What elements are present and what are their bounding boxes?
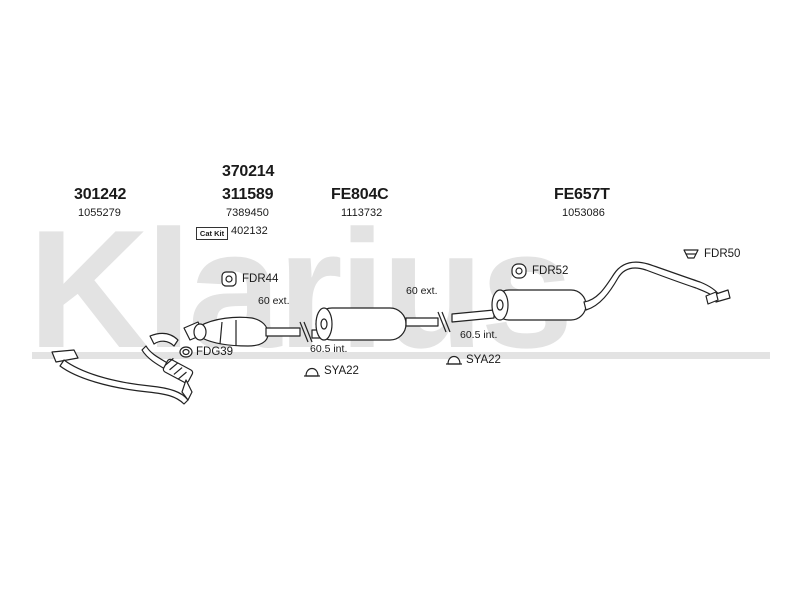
catalyst-ref: 7389450 [226,207,269,219]
middle-silencer-code: FE804C [331,186,389,203]
front-pipe [51,332,194,405]
note-int-1: 60.5 int. [310,343,348,355]
front-pipe-code: 301242 [74,186,127,203]
sya22-b-label: SYA22 [466,354,501,366]
rubber-mount-fdr44 [221,271,237,287]
rubber-mount-fdr50 [683,249,699,259]
catalyst-code: 311589 [222,186,274,203]
fdr52-label: FDR52 [532,265,569,277]
cat-kit-ref: 402132 [231,225,268,237]
front-pipe-ref: 1055279 [78,207,121,219]
fdr50-label: FDR50 [704,248,741,260]
clamp-sya22-b [446,355,462,365]
middle-silencer [299,307,439,343]
fdr44-label: FDR44 [242,273,279,285]
watermark-underline [32,352,770,359]
rear-silencer [437,261,731,333]
cat-kit-badge: Cat Kit [196,227,228,240]
note-ext-2: 60 ext. [406,285,438,297]
flex-section [162,357,194,384]
fdg39-label: FDG39 [196,346,234,358]
rear-silencer-code: FE657T [554,186,610,203]
middle-silencer-ref: 1113732 [341,207,383,219]
catalytic-converter [183,316,301,347]
watermark-logo: Klarius [28,195,574,383]
catalyst-code-top: 370214 [222,163,275,180]
note-int-2: 60.5 int. [460,329,498,341]
gasket-fdg39 [179,346,193,358]
rubber-mount-fdr52 [511,263,527,279]
note-ext-1: 60 ext. [258,295,290,307]
rear-silencer-ref: 1053086 [562,207,605,219]
sya22-a-label: SYA22 [324,365,359,377]
clamp-sya22-a [304,367,320,377]
